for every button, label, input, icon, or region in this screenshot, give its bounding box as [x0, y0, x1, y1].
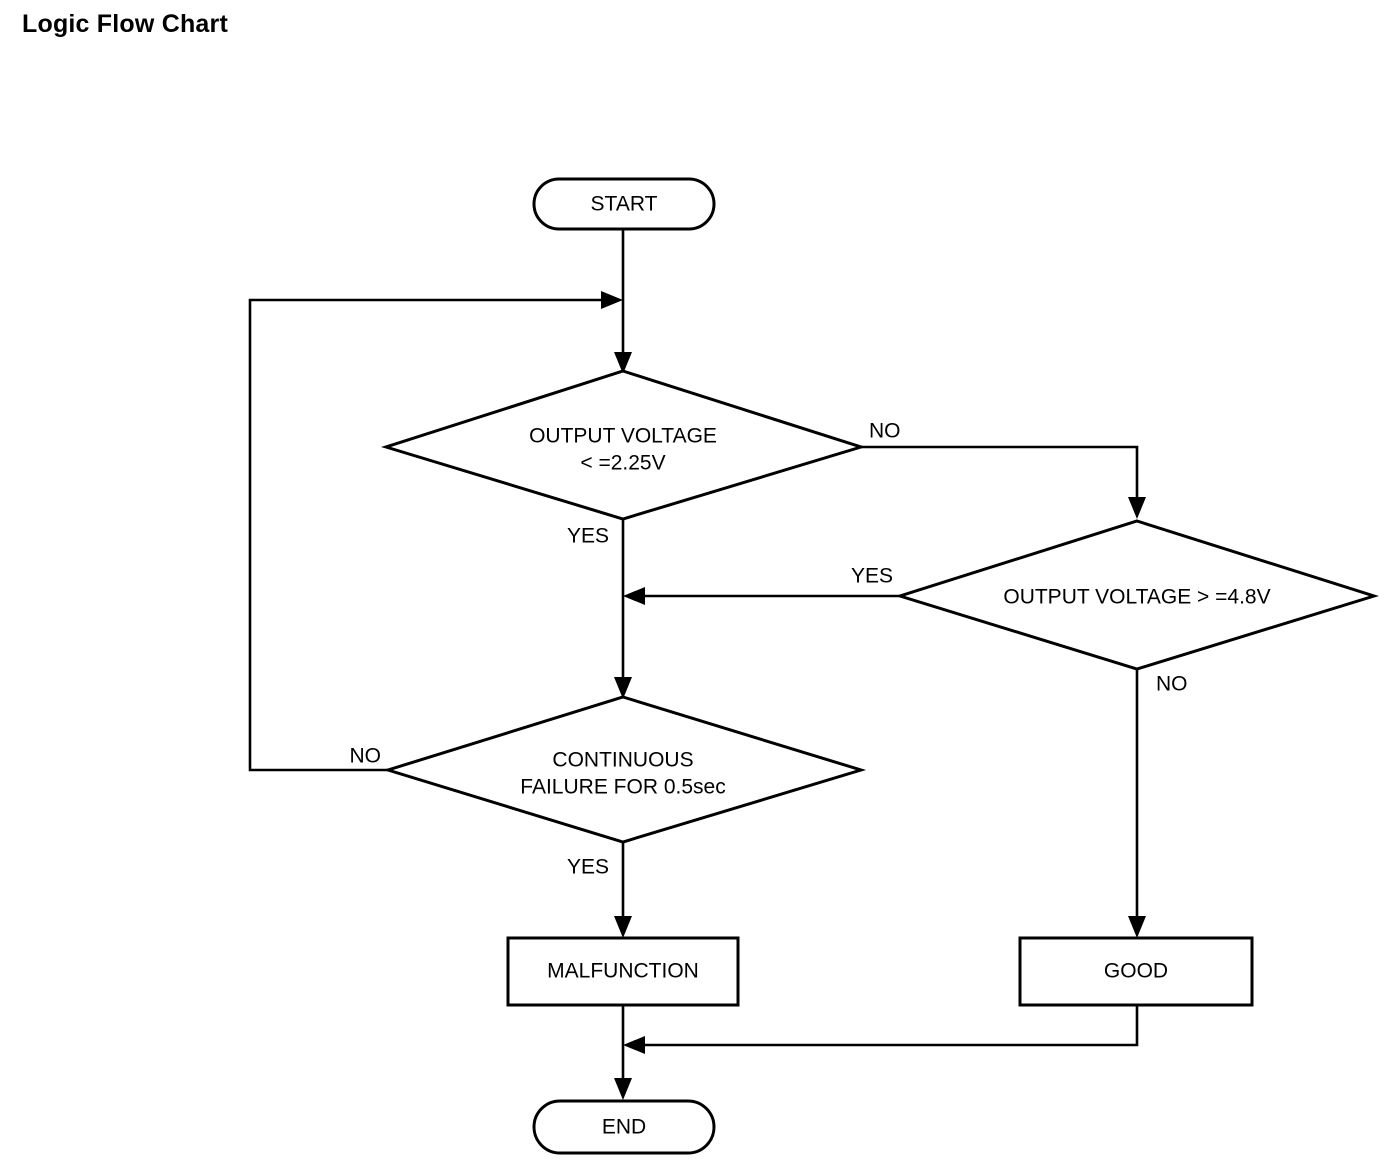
node-start[interactable]: START	[532, 177, 716, 231]
edge-decision-high-no	[1128, 670, 1146, 938]
arrow-head-icon	[623, 587, 645, 605]
page-title: Logic Flow Chart	[22, 10, 228, 38]
arrow-head-icon	[614, 1078, 632, 1100]
node-decision-high-label-line1: OUTPUT VOLTAGE > =4.8V	[1003, 586, 1270, 609]
arrow-head-icon	[623, 1036, 645, 1054]
node-end[interactable]: END	[532, 1099, 716, 1155]
decision-shape	[894, 519, 1380, 671]
arrow-head-icon	[1128, 916, 1146, 938]
node-decision-output-voltage-low[interactable]: OUTPUT VOLTAGE < =2.25V	[380, 369, 867, 521]
edge-label-decision-low-yes: YES	[567, 525, 609, 548]
arrow-head-icon	[1128, 497, 1146, 519]
edge-continuous-no-loopback	[248, 291, 623, 772]
arrow-head-icon	[601, 291, 623, 309]
edge-good-to-end	[623, 1005, 1139, 1054]
edge-malfunction-to-end	[614, 1005, 632, 1100]
decision-shape	[380, 369, 867, 521]
node-decision-continuous-label-line1: CONTINUOUS	[552, 749, 693, 772]
node-decision-low-label-line1: OUTPUT VOLTAGE	[529, 425, 717, 448]
terminator-shape	[532, 1099, 716, 1155]
process-shape	[506, 936, 740, 1007]
node-start-label: START	[591, 193, 658, 216]
edge-decision-low-yes	[614, 520, 632, 699]
edge-line	[861, 445, 1139, 510]
node-good-label: GOOD	[1104, 960, 1168, 983]
node-decision-continuous-failure[interactable]: CONTINUOUS FAILURE FOR 0.5sec	[382, 695, 867, 844]
edge-decision-low-no	[861, 445, 1146, 519]
decision-shape	[382, 695, 867, 844]
terminator-shape	[532, 177, 716, 231]
node-good[interactable]: GOOD	[1018, 936, 1254, 1007]
node-decision-continuous-label-line2: FAILURE FOR 0.5sec	[520, 776, 725, 799]
edge-label-decision-high-yes: YES	[851, 565, 893, 588]
edge-decision-continuous-yes	[614, 843, 632, 938]
arrow-head-icon	[614, 916, 632, 938]
arrow-head-icon	[614, 677, 632, 699]
node-decision-output-voltage-high[interactable]: OUTPUT VOLTAGE > =4.8V	[894, 519, 1380, 671]
process-shape	[1018, 936, 1254, 1007]
edge-label-decision-continuous-no: NO	[350, 745, 382, 768]
arrow-head-icon	[614, 352, 632, 374]
edge-line	[640, 1005, 1139, 1047]
node-malfunction-label: MALFUNCTION	[547, 960, 699, 983]
edge-decision-high-yes	[623, 587, 900, 605]
edge-label-decision-continuous-yes: YES	[567, 856, 609, 879]
edge-label-decision-high-no: NO	[1156, 673, 1188, 696]
edge-label-decision-low-no: NO	[869, 420, 901, 443]
edge-start-to-decision-low	[614, 228, 632, 374]
edge-line	[248, 298, 606, 772]
node-end-label: END	[602, 1116, 646, 1139]
node-decision-low-label-line2: < =2.25V	[580, 452, 665, 475]
node-malfunction[interactable]: MALFUNCTION	[506, 936, 740, 1007]
